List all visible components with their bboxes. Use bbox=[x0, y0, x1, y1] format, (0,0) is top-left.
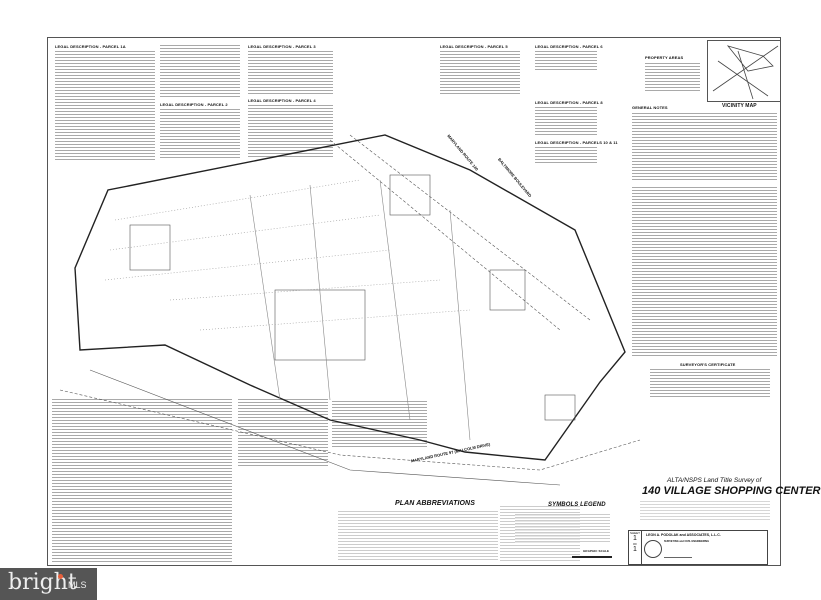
watermark-brand: bright bbox=[8, 570, 77, 595]
heading-parcel-1a: LEGAL DESCRIPTION - PARCEL 1A bbox=[55, 44, 126, 49]
vicinity-map bbox=[707, 40, 781, 102]
heading-parcel-6: LEGAL DESCRIPTION - PARCEL 6 bbox=[535, 44, 603, 49]
title-notes bbox=[640, 500, 770, 522]
survey-title: 140 VILLAGE SHOPPING CENTER bbox=[642, 485, 821, 497]
property-boundary bbox=[74, 134, 626, 461]
building bbox=[544, 394, 576, 421]
general-notes-text bbox=[632, 186, 777, 356]
legal-text-block bbox=[248, 50, 333, 95]
certificate-text bbox=[650, 368, 770, 398]
route-97-edge bbox=[89, 369, 561, 486]
building bbox=[489, 269, 526, 311]
route-140-centerline bbox=[329, 134, 591, 331]
sheet-number-box: SHEET 1 OF 1 bbox=[629, 531, 642, 564]
heading-plan-abbreviations: PLAN ABBREVIATIONS bbox=[395, 500, 475, 507]
building bbox=[129, 224, 171, 271]
route-97-edge bbox=[59, 389, 641, 471]
heading-general-notes: GENERAL NOTES bbox=[632, 105, 668, 110]
heading-parcel-4: LEGAL DESCRIPTION - PARCEL 4 bbox=[248, 98, 316, 103]
bright-mls-watermark: bright MLS bbox=[0, 568, 97, 600]
plan-abbreviations-table bbox=[338, 510, 498, 562]
heading-parcels-10-11: LEGAL DESCRIPTION - PARCELS 10 & 11 bbox=[535, 140, 618, 145]
legal-text-block bbox=[248, 104, 333, 159]
heading-parcel-8: LEGAL DESCRIPTION - PARCEL 8 bbox=[535, 100, 603, 105]
signature bbox=[664, 551, 692, 558]
heading-parcel-3: LEGAL DESCRIPTION - PARCEL 3 bbox=[248, 44, 316, 49]
survey-subtitle: ALTA/NSPS Land Title Survey of bbox=[667, 477, 762, 484]
graphic-scale-label: GRAPHIC SCALE bbox=[583, 549, 610, 553]
parcel-lines bbox=[249, 179, 471, 441]
property-areas-table bbox=[645, 62, 700, 92]
heading-parcel-5: LEGAL DESCRIPTION - PARCEL 5 bbox=[440, 44, 508, 49]
heading-parcel-2: LEGAL DESCRIPTION - PARCEL 2 bbox=[160, 102, 228, 107]
building bbox=[274, 289, 366, 361]
surveyor-seal bbox=[644, 540, 662, 558]
graphic-scale-bar bbox=[572, 556, 612, 558]
sheet-total: 1 bbox=[633, 546, 637, 553]
legal-text-block bbox=[55, 50, 155, 162]
sheet-label: SHEET bbox=[629, 531, 640, 535]
legal-text-block bbox=[160, 44, 240, 99]
parking-rows bbox=[104, 179, 471, 331]
legal-text-block bbox=[535, 146, 597, 164]
heading-property-areas: PROPERTY AREAS bbox=[645, 55, 684, 60]
sheet-number: 1 bbox=[633, 535, 637, 542]
symbols-legend-table bbox=[515, 513, 610, 543]
firm-name: LEON A. PODOLAK and ASSOCIATES, L.L.C. bbox=[646, 533, 721, 537]
watermark-suffix: MLS bbox=[68, 580, 87, 590]
survey-sheet-border bbox=[47, 37, 781, 566]
legal-text-block bbox=[535, 106, 597, 136]
general-notes-text bbox=[632, 112, 777, 182]
title-block: SHEET 1 OF 1 LEON A. PODOLAK and ASSOCIA… bbox=[628, 530, 768, 565]
building bbox=[389, 174, 431, 216]
firm-subtitle: SURVEYING and CIVIL ENGINEERING bbox=[664, 540, 710, 543]
sheet-of: OF bbox=[632, 542, 638, 546]
heading-symbols-legend: SYMBOLS LEGEND bbox=[548, 502, 606, 508]
heading-vicinity-map: VICINITY MAP bbox=[722, 103, 757, 109]
heading-surveyors-certificate: SURVEYOR'S CERTIFICATE bbox=[680, 362, 736, 367]
watermark-dot-icon bbox=[58, 574, 63, 579]
easement-notes-text bbox=[52, 398, 232, 563]
legal-text-block bbox=[535, 50, 597, 70]
legal-text-block bbox=[440, 50, 520, 95]
legal-text-block bbox=[160, 108, 240, 160]
